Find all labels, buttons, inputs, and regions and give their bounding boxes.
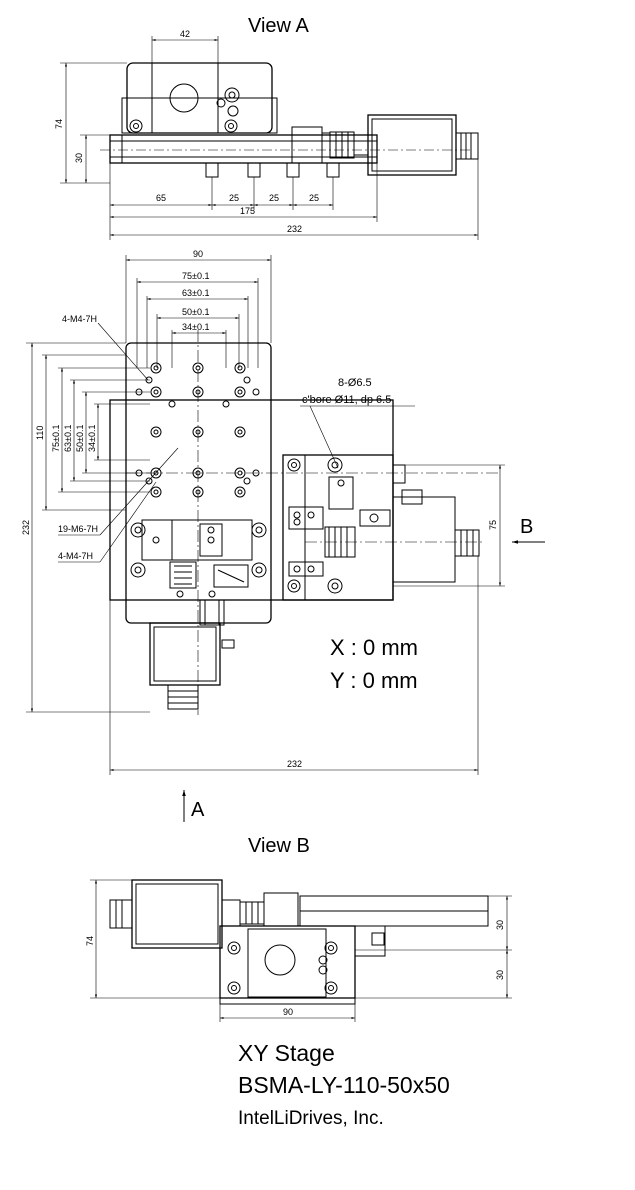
dim-a-74: 74 (54, 119, 64, 129)
dim-top-75v: 75±0.1 (51, 425, 61, 452)
dim-a-25a: 25 (229, 193, 239, 203)
dim-top-63: 63±0.1 (182, 288, 209, 298)
view-b-title: View B (248, 835, 310, 857)
dim-b-30-top: 30 (495, 920, 505, 930)
note-tap-bottom: 4-M4-7H (58, 551, 93, 561)
caption-company: IntelLiDrives, Inc. (238, 1108, 384, 1129)
note-tap-m6: 19-M6-7H (58, 524, 98, 534)
view-b: View B 74 30 30 (85, 835, 512, 1022)
arrow-b-label: B (520, 516, 533, 538)
note-cbore-spec: c'bore Ø11, dp 6.5 (302, 394, 391, 406)
dim-top-75r: 75 (488, 520, 498, 530)
dim-top-50: 50±0.1 (182, 307, 209, 317)
dim-top-63v: 63±0.1 (63, 425, 73, 452)
dim-top-110: 110 (35, 426, 45, 440)
dim-a-25c: 25 (309, 193, 319, 203)
dim-a-42: 42 (180, 29, 190, 39)
dim-a-232: 232 (287, 224, 302, 234)
dim-b-74: 74 (85, 936, 95, 946)
dim-top-90: 90 (193, 249, 203, 259)
arrow-a-label: A (191, 799, 205, 821)
dim-a-175: 175 (240, 206, 255, 216)
dim-top-34v: 34±0.1 (87, 425, 97, 452)
note-cbore-count: 8-Ø6.5 (338, 377, 372, 389)
position-y: Y : 0 mm (330, 668, 418, 693)
dim-top-75: 75±0.1 (182, 271, 209, 281)
note-tap-top: 4-M4-7H (62, 314, 97, 324)
dim-a-65: 65 (156, 193, 166, 203)
dim-b-30-bottom: 30 (495, 970, 505, 980)
dim-top-34: 34±0.1 (182, 322, 209, 332)
position-x: X : 0 mm (330, 635, 418, 660)
caption-title: XY Stage (238, 1040, 335, 1066)
view-a-title: View A (248, 15, 309, 37)
top-view: 90 75±0.1 63±0.1 50±0.1 34±0.1 232 110 7… (21, 249, 545, 822)
top-plate-holes (135, 362, 260, 498)
dim-top-232h: 232 (287, 759, 302, 769)
dim-b-90: 90 (283, 1007, 293, 1017)
caption-model: BSMA-LY-110-50x50 (238, 1072, 450, 1098)
view-a: View A (54, 15, 479, 240)
dim-a-25b: 25 (269, 193, 279, 203)
dim-top-50v: 50±0.1 (75, 425, 85, 452)
dim-a-30: 30 (74, 153, 84, 163)
dim-top-232v: 232 (21, 520, 31, 535)
